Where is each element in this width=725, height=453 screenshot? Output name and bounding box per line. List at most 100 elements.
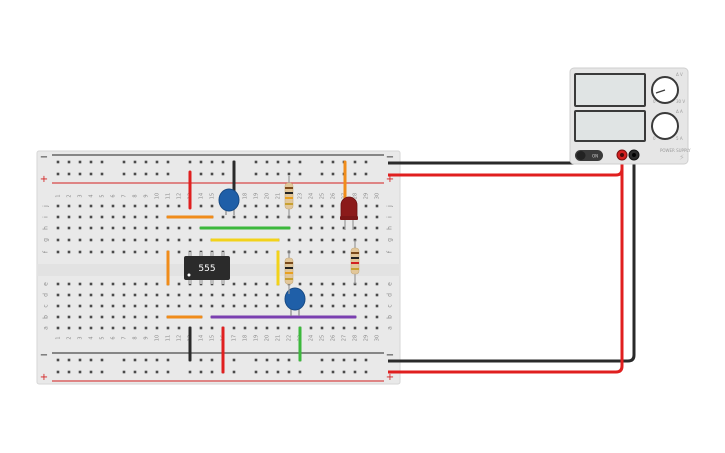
terminal-hole[interactable]	[78, 293, 82, 297]
terminal-hole[interactable]	[144, 282, 148, 286]
terminal-hole[interactable]	[155, 326, 159, 330]
terminal-hole[interactable]	[320, 204, 324, 208]
terminal-hole[interactable]	[232, 215, 236, 219]
terminal-hole[interactable]	[56, 204, 60, 208]
terminal-hole[interactable]	[89, 304, 93, 308]
rail-hole[interactable]	[353, 172, 357, 176]
rail-hole[interactable]	[232, 370, 236, 374]
current-knob[interactable]	[651, 112, 679, 140]
rail-hole[interactable]	[320, 160, 324, 164]
terminal-hole[interactable]	[375, 204, 379, 208]
terminal-hole[interactable]	[254, 282, 258, 286]
terminal-hole[interactable]	[375, 282, 379, 286]
rail-hole[interactable]	[56, 358, 60, 362]
terminal-hole[interactable]	[265, 282, 269, 286]
terminal-hole[interactable]	[56, 304, 60, 308]
terminal-hole[interactable]	[265, 250, 269, 254]
terminal-hole[interactable]	[122, 293, 126, 297]
rail-hole[interactable]	[287, 160, 291, 164]
terminal-hole[interactable]	[166, 293, 170, 297]
terminal-hole[interactable]	[67, 250, 71, 254]
terminal-hole[interactable]	[298, 238, 302, 242]
rail-hole[interactable]	[155, 160, 159, 164]
terminal-hole[interactable]	[188, 304, 192, 308]
terminal-hole[interactable]	[210, 326, 214, 330]
rail-hole[interactable]	[265, 160, 269, 164]
rail-hole[interactable]	[67, 358, 71, 362]
terminal-hole[interactable]	[155, 250, 159, 254]
rail-hole[interactable]	[78, 358, 82, 362]
rail-hole[interactable]	[298, 172, 302, 176]
terminal-hole[interactable]	[265, 204, 269, 208]
terminal-hole[interactable]	[210, 304, 214, 308]
rail-hole[interactable]	[320, 370, 324, 374]
terminal-hole[interactable]	[155, 282, 159, 286]
terminal-hole[interactable]	[67, 204, 71, 208]
terminal-hole[interactable]	[111, 282, 115, 286]
terminal-hole[interactable]	[331, 204, 335, 208]
terminal-hole[interactable]	[364, 315, 368, 319]
led-red[interactable]	[340, 196, 358, 230]
terminal-hole[interactable]	[56, 326, 60, 330]
terminal-hole[interactable]	[111, 215, 115, 219]
rail-hole[interactable]	[144, 358, 148, 362]
power-supply[interactable]: Δ V 0 30 V Δ A 0 5 A ON POWER SUPPLY ⚡	[569, 67, 691, 165]
terminal-hole[interactable]	[375, 315, 379, 319]
terminal-hole[interactable]	[331, 238, 335, 242]
terminal-hole[interactable]	[100, 304, 104, 308]
terminal-hole[interactable]	[144, 326, 148, 330]
terminal-hole[interactable]	[100, 282, 104, 286]
terminal-hole[interactable]	[309, 238, 313, 242]
terminal-hole[interactable]	[144, 238, 148, 242]
terminal-hole[interactable]	[78, 238, 82, 242]
rail-hole[interactable]	[67, 160, 71, 164]
terminal-hole[interactable]	[155, 204, 159, 208]
terminal-hole[interactable]	[309, 250, 313, 254]
rail-hole[interactable]	[221, 160, 225, 164]
rail-hole[interactable]	[287, 172, 291, 176]
terminal-hole[interactable]	[276, 293, 280, 297]
rail-hole[interactable]	[221, 172, 225, 176]
rail-hole[interactable]	[133, 160, 137, 164]
terminal-hole[interactable]	[89, 226, 93, 230]
terminal-hole[interactable]	[78, 215, 82, 219]
terminal-hole[interactable]	[298, 226, 302, 230]
terminal-hole[interactable]	[375, 238, 379, 242]
terminal-hole[interactable]	[122, 304, 126, 308]
terminal-hole[interactable]	[133, 238, 137, 242]
terminal-hole[interactable]	[89, 326, 93, 330]
terminal-hole[interactable]	[133, 293, 137, 297]
terminal-hole[interactable]	[111, 226, 115, 230]
terminal-hole[interactable]	[100, 250, 104, 254]
terminal-hole[interactable]	[89, 204, 93, 208]
terminal-hole[interactable]	[243, 204, 247, 208]
terminal-hole[interactable]	[342, 282, 346, 286]
terminal-hole[interactable]	[100, 293, 104, 297]
terminal-hole[interactable]	[155, 315, 159, 319]
terminal-hole[interactable]	[298, 282, 302, 286]
terminal-hole[interactable]	[188, 238, 192, 242]
rail-hole[interactable]	[254, 358, 258, 362]
terminal-hole[interactable]	[199, 293, 203, 297]
terminal-hole[interactable]	[166, 204, 170, 208]
rail-hole[interactable]	[188, 370, 192, 374]
terminal-hole[interactable]	[56, 226, 60, 230]
terminal-hole[interactable]	[78, 226, 82, 230]
rail-hole[interactable]	[56, 160, 60, 164]
rail-hole[interactable]	[78, 160, 82, 164]
ic-555[interactable]: 555	[184, 252, 230, 284]
terminal-hole[interactable]	[199, 326, 203, 330]
terminal-hole[interactable]	[155, 293, 159, 297]
terminal-hole[interactable]	[89, 250, 93, 254]
resistor-right[interactable]	[350, 240, 360, 284]
rail-hole[interactable]	[342, 358, 346, 362]
rail-hole[interactable]	[56, 370, 60, 374]
terminal-hole[interactable]	[309, 215, 313, 219]
rail-hole[interactable]	[155, 370, 159, 374]
terminal-hole[interactable]	[342, 238, 346, 242]
rail-hole[interactable]	[166, 172, 170, 176]
rail-hole[interactable]	[254, 172, 258, 176]
terminal-hole[interactable]	[287, 238, 291, 242]
terminal-hole[interactable]	[122, 250, 126, 254]
terminal-hole[interactable]	[232, 326, 236, 330]
